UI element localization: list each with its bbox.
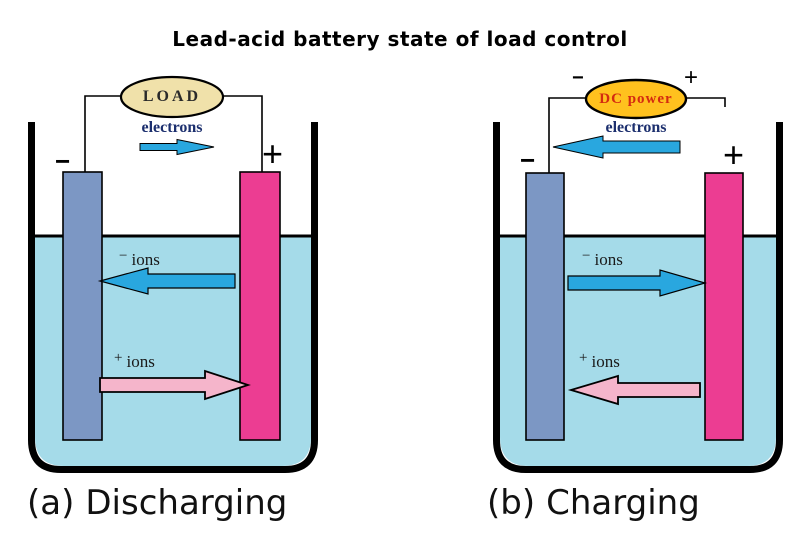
- dc-source-plus-sign: +: [684, 64, 699, 91]
- caption-prefix: (b): [487, 483, 536, 523]
- dc-power-ellipse: [584, 78, 688, 120]
- wire-left: [548, 97, 587, 174]
- positive-terminal-sign: +: [262, 133, 284, 174]
- negative-electrode: [525, 172, 565, 441]
- positive-electrode: [704, 172, 744, 441]
- electrons-label: electrons: [605, 119, 667, 136]
- caption-word: Charging: [546, 483, 700, 523]
- positive-ions-label: +ions: [579, 350, 620, 372]
- positive-ions-label: +ions: [114, 350, 155, 372]
- dc-source-minus-sign: −: [572, 67, 584, 89]
- wire-right: [223, 95, 263, 173]
- page-title: Lead-acid battery state of load control: [172, 27, 628, 51]
- negative-ion-sign: −: [582, 248, 591, 264]
- electron-arrow-left-icon: [552, 135, 681, 159]
- electrons-label: electrons: [141, 119, 203, 136]
- negative-ion-word: ions: [131, 250, 160, 269]
- caption-word: Discharging: [85, 483, 288, 523]
- negative-terminal-sign: −: [520, 145, 536, 175]
- negative-terminal-sign: −: [55, 146, 71, 176]
- cell-charging: [493, 78, 783, 473]
- load-ellipse: [119, 75, 225, 119]
- positive-ion-word: ions: [591, 352, 620, 371]
- caption-charging: (b)Charging: [487, 483, 700, 523]
- positive-ion-sign: +: [114, 350, 123, 366]
- positive-ion-word: ions: [126, 352, 155, 371]
- negative-electrode: [62, 171, 103, 441]
- dc-power-label: DC power: [599, 91, 673, 107]
- negative-ion-arrow-right-icon: [567, 269, 708, 297]
- negative-ion-arrow-left-icon: [97, 267, 236, 295]
- negative-ions-label: −ions: [119, 248, 160, 270]
- positive-ion-arrow-right-icon: [99, 369, 251, 401]
- wire-left: [84, 95, 122, 173]
- wire-right: [686, 97, 726, 107]
- battery-container: [28, 122, 318, 473]
- positive-terminal-sign: +: [723, 134, 745, 175]
- cell-discharging: [28, 75, 318, 473]
- electron-arrow-right-icon: [139, 138, 215, 156]
- positive-ion-arrow-left-icon: [567, 374, 701, 406]
- caption-discharging: (a)Discharging: [27, 483, 287, 523]
- negative-ion-sign: −: [119, 248, 128, 264]
- negative-ion-word: ions: [594, 250, 623, 269]
- negative-ions-label: −ions: [582, 248, 623, 270]
- battery-container: [493, 122, 783, 473]
- load-label: LOAD: [142, 88, 202, 105]
- positive-ion-sign: +: [579, 350, 588, 366]
- caption-prefix: (a): [27, 483, 75, 523]
- positive-electrode: [239, 171, 281, 441]
